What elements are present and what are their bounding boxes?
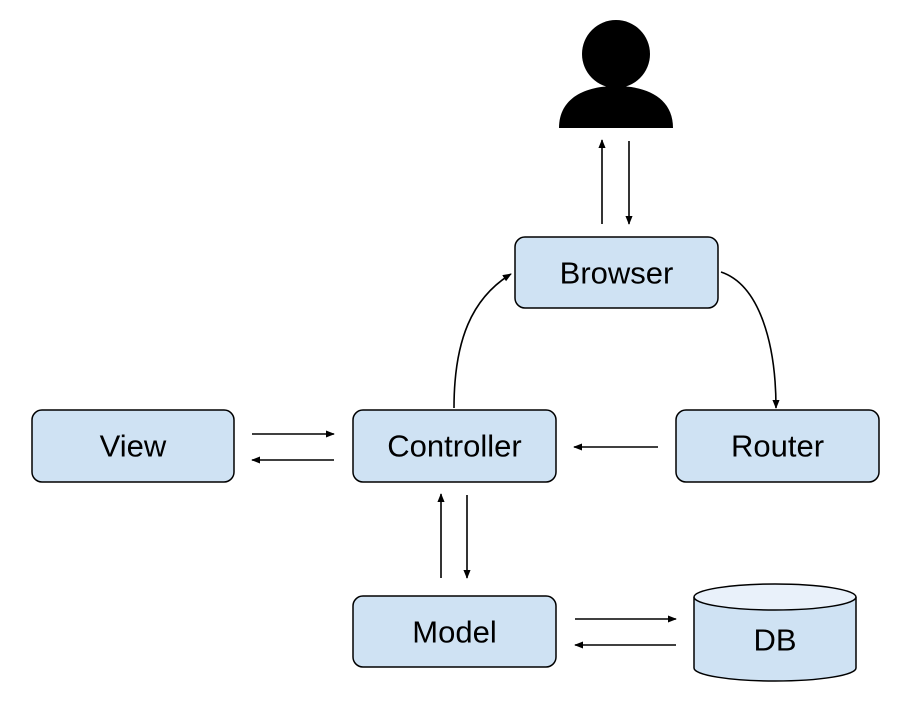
node-model: Model [352, 595, 557, 668]
node-db: DB [693, 583, 857, 682]
view-box [31, 409, 235, 483]
db-cylinder-top [693, 583, 857, 611]
node-controller: Controller [352, 409, 557, 483]
router-box [675, 409, 880, 483]
controller-label: Controller [387, 429, 521, 464]
user-silhouette-icon [559, 20, 673, 128]
node-browser: Browser [514, 236, 719, 309]
db-label: DB [753, 623, 796, 658]
node-view: View [31, 409, 235, 483]
router-label: Router [731, 429, 824, 464]
browser-box [514, 236, 719, 309]
controller-box [352, 409, 557, 483]
model-box [352, 595, 557, 668]
edge-browser-to-router [720, 271, 780, 409]
edges [251, 139, 780, 649]
edge-controller-to-browser [453, 273, 512, 409]
node-router: Router [675, 409, 880, 483]
browser-label: Browser [560, 256, 674, 291]
db-cylinder-body [693, 597, 857, 682]
model-label: Model [412, 615, 496, 650]
view-label: View [100, 429, 167, 464]
